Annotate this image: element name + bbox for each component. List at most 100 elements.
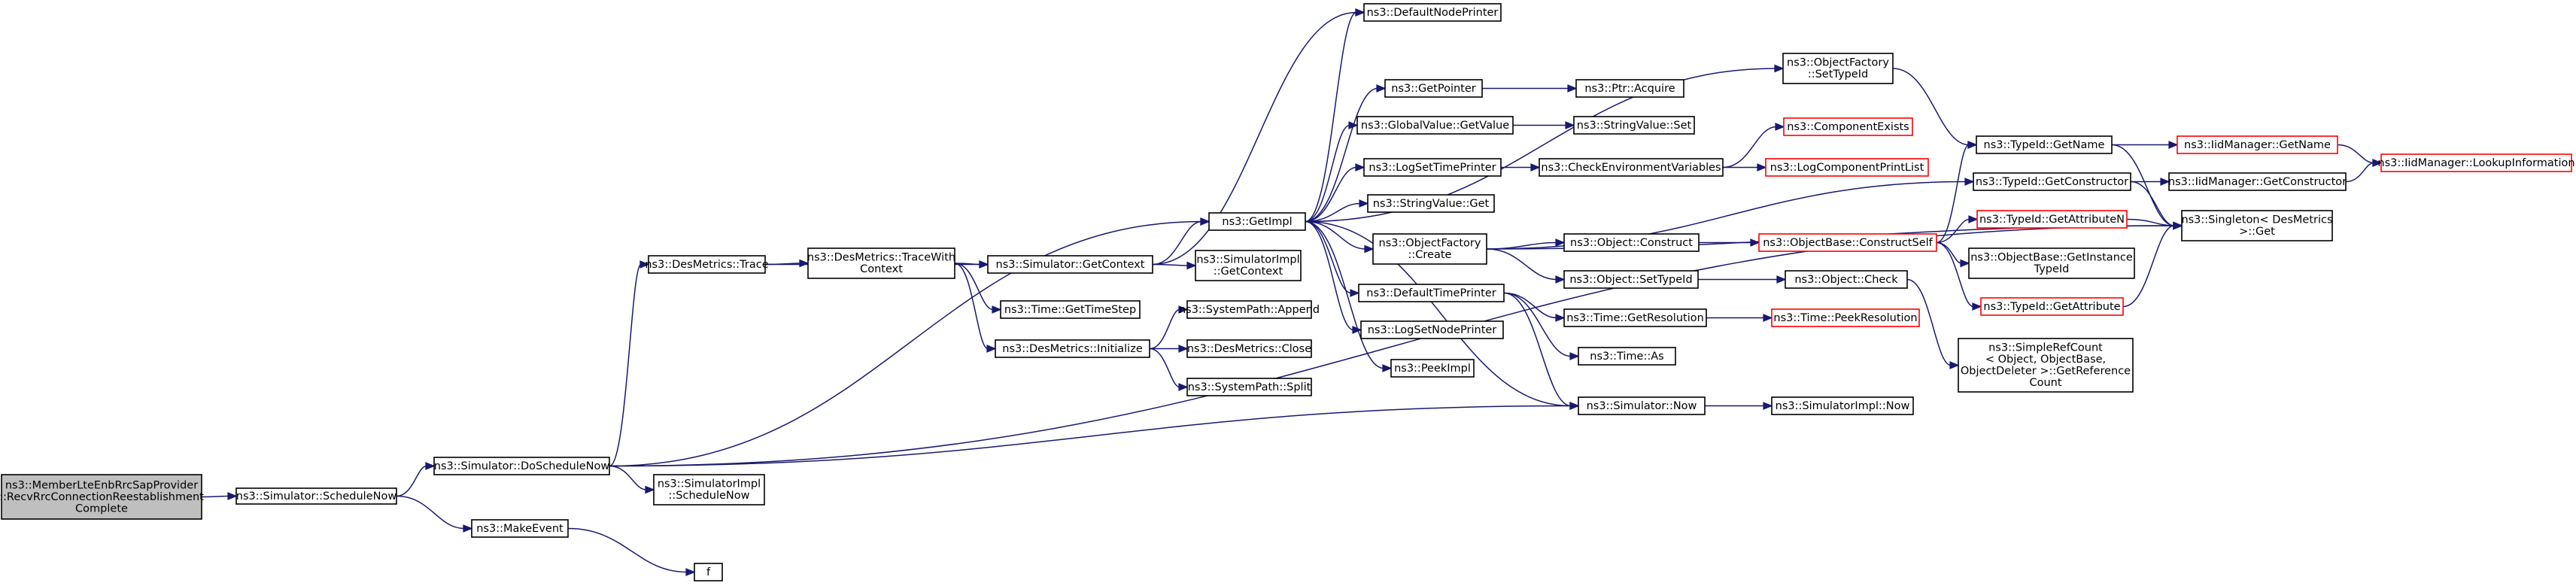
- node-box[interactable]: [1358, 284, 1505, 302]
- node-box[interactable]: [987, 255, 1153, 274]
- node-implSchedNow[interactable]: ns3::SimulatorImpl::ScheduleNow: [653, 474, 765, 506]
- node-iidGetCtor[interactable]: ns3::IidManager::GetConstructor: [2168, 172, 2347, 191]
- node-box[interactable]: [1758, 233, 1937, 252]
- node-box[interactable]: [1563, 270, 1699, 289]
- node-objCheck[interactable]: ns3::Object::Check: [1785, 270, 1908, 289]
- node-ofSetTypeId[interactable]: ns3::ObjectFactory::SetTypeId: [1782, 53, 1894, 84]
- node-box[interactable]: [1771, 308, 1920, 327]
- node-getImpl[interactable]: ns3::GetImpl: [1208, 212, 1306, 231]
- node-getContext[interactable]: ns3::Simulator::GetContext: [987, 255, 1153, 274]
- node-box[interactable]: [1575, 79, 1684, 98]
- node-close[interactable]: ns3::DesMetrics::Close: [1186, 339, 1312, 358]
- node-makeEvent[interactable]: ns3::MakeEvent: [471, 519, 569, 538]
- node-objSetTypeId[interactable]: ns3::Object::SetTypeId: [1563, 270, 1699, 289]
- node-box[interactable]: [1563, 308, 1707, 327]
- node-box[interactable]: [1360, 320, 1504, 339]
- node-box[interactable]: [1390, 359, 1475, 378]
- node-box[interactable]: [1573, 116, 1695, 135]
- node-objConstruct[interactable]: ns3::Object::Construct: [1563, 233, 1700, 252]
- node-box[interactable]: [1186, 339, 1312, 358]
- node-refCount[interactable]: ns3::SimpleRefCount< Object, ObjectBase,…: [1958, 338, 2134, 393]
- node-typeGetAttr[interactable]: ns3::TypeId::GetAttribute: [1980, 297, 2124, 316]
- node-initialize[interactable]: ns3::DesMetrics::Initialize: [995, 339, 1150, 358]
- node-logSetNode[interactable]: ns3::LogSetNodePrinter: [1360, 320, 1504, 339]
- node-box[interactable]: [1539, 158, 1724, 177]
- node-defNodePrinter[interactable]: ns3::DefaultNodePrinter: [1363, 3, 1502, 22]
- node-box[interactable]: [1, 474, 202, 520]
- node-compExists[interactable]: ns3::ComponentExists: [1783, 117, 1913, 136]
- node-implGetContext[interactable]: ns3::SimulatorImpl::GetContext: [1195, 250, 1302, 281]
- node-logSetTime[interactable]: ns3::LogSetTimePrinter: [1363, 158, 1502, 177]
- node-box[interactable]: [1782, 53, 1894, 84]
- node-defTimePrinter[interactable]: ns3::DefaultTimePrinter: [1358, 284, 1505, 302]
- node-box[interactable]: [1771, 396, 1914, 415]
- node-box[interactable]: [1563, 233, 1700, 252]
- node-svSet[interactable]: ns3::StringValue::Set: [1573, 116, 1695, 135]
- node-getTimeStep[interactable]: ns3::Time::GetTimeStep: [1000, 300, 1141, 319]
- node-typeGetCtor[interactable]: ns3::TypeId::GetConstructor: [1973, 172, 2131, 191]
- node-split[interactable]: ns3::SystemPath::Split: [1186, 378, 1312, 396]
- node-ptrAcquire[interactable]: ns3::Ptr::Acquire: [1575, 79, 1684, 98]
- node-trace[interactable]: ns3::DesMetrics::Trace: [645, 255, 769, 274]
- node-box[interactable]: [1578, 396, 1706, 415]
- node-box[interactable]: [2168, 172, 2347, 191]
- node-append[interactable]: ns3::SystemPath::Append: [1179, 300, 1320, 319]
- node-box[interactable]: [807, 247, 955, 279]
- node-obConstructSelf[interactable]: ns3::ObjectBase::ConstructSelf: [1758, 233, 1937, 252]
- node-f[interactable]: f: [694, 563, 723, 581]
- node-logCompPrint[interactable]: ns3::LogComponentPrintList: [1765, 158, 1929, 177]
- node-box[interactable]: [1186, 378, 1312, 396]
- node-box[interactable]: [694, 563, 723, 581]
- node-box[interactable]: [653, 474, 765, 506]
- node-peekRes[interactable]: ns3::Time::PeekResolution: [1771, 308, 1920, 327]
- node-box[interactable]: [1976, 135, 2113, 154]
- node-iidLookup[interactable]: ns3::IidManager::LookupInformation: [2377, 153, 2575, 172]
- node-simNow[interactable]: ns3::Simulator::Now: [1578, 396, 1706, 415]
- node-box[interactable]: [1208, 212, 1306, 231]
- node-box[interactable]: [1765, 158, 1929, 177]
- node-box[interactable]: [1980, 297, 2124, 316]
- node-box[interactable]: [1578, 347, 1676, 366]
- node-box[interactable]: [1968, 247, 2135, 279]
- node-svGet[interactable]: ns3::StringValue::Get: [1367, 194, 1495, 213]
- node-box[interactable]: [648, 255, 766, 274]
- node-schedNow[interactable]: ns3::Simulator::ScheduleNow: [235, 487, 397, 505]
- node-peekImpl[interactable]: ns3::PeekImpl: [1390, 359, 1475, 378]
- node-typeGetAttrN[interactable]: ns3::TypeId::GetAttributeN: [1976, 210, 2128, 229]
- node-box[interactable]: [995, 339, 1150, 358]
- node-box[interactable]: [1783, 117, 1913, 136]
- node-box[interactable]: [2380, 153, 2572, 172]
- node-box[interactable]: [1363, 158, 1502, 177]
- node-ofCreate[interactable]: ns3::ObjectFactory::Create: [1372, 233, 1487, 265]
- node-box[interactable]: [1367, 194, 1495, 213]
- node-box[interactable]: [1000, 300, 1141, 319]
- node-box[interactable]: [235, 487, 397, 505]
- node-box[interactable]: [1384, 79, 1483, 98]
- node-getPointer[interactable]: ns3::GetPointer: [1384, 79, 1483, 98]
- node-box[interactable]: [1976, 210, 2128, 229]
- node-box[interactable]: [433, 457, 610, 475]
- node-typeGetName[interactable]: ns3::TypeId::GetName: [1976, 135, 2113, 154]
- node-box[interactable]: [1372, 233, 1487, 265]
- node-box[interactable]: [1973, 172, 2131, 191]
- node-box[interactable]: [471, 519, 569, 538]
- node-checkEnv[interactable]: ns3::CheckEnvironmentVariables: [1539, 158, 1724, 177]
- node-box[interactable]: [1195, 250, 1302, 281]
- node-box[interactable]: [1958, 338, 2134, 393]
- node-timeGetRes[interactable]: ns3::Time::GetResolution: [1563, 308, 1707, 327]
- node-singletonGet[interactable]: ns3::Singleton< DesMetrics>::Get: [2181, 210, 2333, 241]
- node-root[interactable]: ns3::MemberLteEnbRrcSapProvider::RecvRrc…: [0, 474, 204, 520]
- node-box[interactable]: [1785, 270, 1908, 289]
- node-timeAs[interactable]: ns3::Time::As: [1578, 347, 1676, 366]
- node-box[interactable]: [2181, 210, 2333, 241]
- node-box[interactable]: [1356, 116, 1514, 135]
- node-implNow[interactable]: ns3::SimulatorImpl::Now: [1771, 396, 1914, 415]
- node-iidGetName[interactable]: ns3::IidManager::GetName: [2177, 135, 2338, 154]
- node-box[interactable]: [1363, 3, 1502, 22]
- node-box[interactable]: [1186, 300, 1312, 319]
- node-doSchedNow[interactable]: ns3::Simulator::DoScheduleNow: [433, 457, 610, 475]
- node-box[interactable]: [2177, 135, 2338, 154]
- node-gvGetValue[interactable]: ns3::GlobalValue::GetValue: [1356, 116, 1514, 135]
